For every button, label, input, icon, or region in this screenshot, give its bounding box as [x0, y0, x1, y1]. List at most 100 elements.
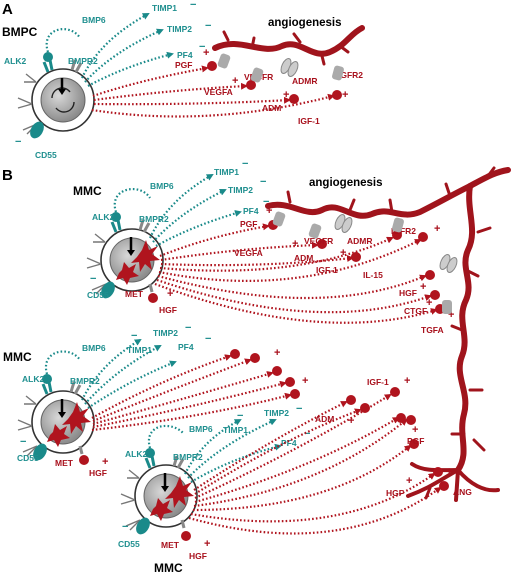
pf4-minus-a: −: [199, 41, 205, 53]
met-label-b3: MET: [161, 540, 180, 550]
cell-b3: [120, 448, 198, 541]
ctgf-plus-b1: +: [426, 297, 432, 309]
timp1-label-b1: TIMP1: [214, 167, 239, 177]
hgf-label-b3: HGF: [189, 551, 207, 561]
cd55-label-b1: CD55: [87, 290, 109, 300]
plus-b2-1: +: [274, 347, 280, 359]
timp2-minus-b3: −: [296, 403, 302, 415]
tgfa-plus-b1: +: [448, 309, 454, 321]
vegfa-label-a: VEGFA: [204, 87, 233, 97]
ctgf-label-b1: CTGF: [404, 306, 427, 316]
timp2-minus-b2: −: [185, 322, 191, 334]
tgfa-label-b1: TGFA: [421, 325, 444, 335]
plus-b2-2: +: [302, 375, 308, 387]
ligands-a: [207, 61, 342, 104]
timp1-minus-b1: −: [242, 158, 248, 170]
stimulator-arrows-b1: [154, 223, 438, 324]
inhibitor-arrows-b1: [149, 174, 242, 247]
mmc3-label: MMC: [154, 561, 183, 575]
vegfa-label-b1: VEGFA: [234, 248, 263, 258]
hgf-label-b3-vessel: HGF: [386, 488, 404, 498]
ligands-b2: [230, 349, 300, 399]
timp1-minus-b3: −: [237, 410, 243, 422]
mmc2-label: MMC: [3, 350, 32, 364]
alk2-label-a: ALK2: [4, 56, 26, 66]
timp2-label-b3: TIMP2: [264, 408, 289, 418]
ligands-b3: [346, 387, 449, 491]
pf4-minus-b2: −: [205, 333, 211, 345]
cell-b1: [86, 212, 164, 303]
adm-plus-b3: +: [348, 415, 354, 427]
bmp6-label-b1: BMP6: [150, 181, 174, 191]
timp1-minus-b2: −: [131, 330, 137, 342]
bmpr2-label-a: BMPR2: [68, 56, 98, 66]
igfr2-label-a: IGFR2: [338, 70, 363, 80]
panel-b-letter: B: [2, 167, 13, 184]
vessel-b: [265, 166, 511, 502]
pgf-label-b1: PGF: [240, 219, 257, 229]
hgf-label-b1-vessel: HGF: [399, 288, 417, 298]
timp1-minus-a: −: [190, 0, 196, 11]
pf4-minus-b3: −: [304, 428, 310, 440]
cd55-label-a: CD55: [35, 150, 57, 160]
pgf-plus-a: +: [203, 47, 209, 59]
igf1-plus-a: +: [342, 89, 348, 101]
cd55-label-b2: CD55: [17, 453, 39, 463]
inhibitor-arrows-a: [81, 13, 174, 87]
panel-a-letter: A: [2, 1, 13, 18]
adm-label-b3: ADM: [315, 414, 334, 424]
panel-b-angiogenesis-label: angiogenesis: [309, 177, 383, 189]
timp2-label-b2: TIMP2: [153, 328, 178, 338]
alk2-label-b3: ALK2: [125, 449, 147, 459]
adm-plus-a: +: [283, 89, 289, 101]
vegfr-label-b1: VEGFR: [304, 236, 333, 246]
pgf-plus-b3: +: [412, 424, 418, 436]
pf4-label-b3: PF4: [281, 438, 297, 448]
pgf-plus-b1: +: [266, 205, 272, 217]
bmp6-label-a: BMP6: [82, 15, 106, 25]
ang-plus-b3: +: [446, 466, 452, 478]
alk2-label-b1: ALK2: [92, 212, 114, 222]
igf1-label-b1: IGF-1: [316, 265, 338, 275]
cd55-minus-a: −: [15, 136, 21, 148]
hgf-plus-b3-vessel: +: [406, 475, 412, 487]
igf1-label-a: IGF-1: [298, 116, 320, 126]
alk2-label-b2: ALK2: [22, 374, 44, 384]
bmp6-loop-a: [45, 28, 81, 53]
timp2-minus-b1: −: [260, 176, 266, 188]
pf4-label-b1: PF4: [243, 206, 259, 216]
cell-a: [17, 52, 95, 139]
met-label-b2: MET: [55, 458, 74, 468]
bmpr2-label-b2: BMPR2: [70, 376, 100, 386]
admr-label-a: ADMR: [292, 76, 318, 86]
adm-plus-b1: +: [340, 247, 346, 259]
bmp6-loop-b3: [147, 424, 185, 449]
il15-label-b1: IL-15: [363, 270, 383, 280]
bmpr2-label-b1: BMPR2: [139, 214, 169, 224]
timp1-label-a: TIMP1: [152, 3, 177, 13]
timp2-label-b1: TIMP2: [228, 185, 253, 195]
bmp6-label-b3: BMP6: [189, 424, 213, 434]
igf1-plus-b3: +: [404, 375, 410, 387]
timp1-label-b3: TIMP1: [223, 425, 248, 435]
vessel-a: [212, 25, 365, 83]
bmp6-loop-b2: [44, 350, 81, 375]
hgf-plus-b3: +: [204, 538, 210, 550]
igf1-label-b3: IGF-1: [367, 377, 389, 387]
stimulator-arrows-a: [91, 65, 335, 118]
ligands-b1: [268, 220, 445, 314]
pf4-label-a: PF4: [177, 50, 193, 60]
vegfa-plus-a: +: [232, 75, 238, 87]
pf4-label-b2: PF4: [178, 342, 194, 352]
cd55-minus-b2: −: [20, 436, 26, 448]
admr-label-b1: ADMR: [347, 236, 373, 246]
cd55-minus-b1: −: [90, 273, 96, 285]
hgf-plus-b2: +: [102, 456, 108, 468]
bmpr2-label-b3: BMPR2: [173, 452, 203, 462]
ang-label-b3: ANG: [453, 487, 472, 497]
igf1-plus-b1: +: [434, 223, 440, 235]
hgf-plus-b1: +: [167, 288, 173, 300]
pgf-label-a: PGF: [175, 60, 192, 70]
bmp6-label-b2: BMP6: [82, 343, 106, 353]
